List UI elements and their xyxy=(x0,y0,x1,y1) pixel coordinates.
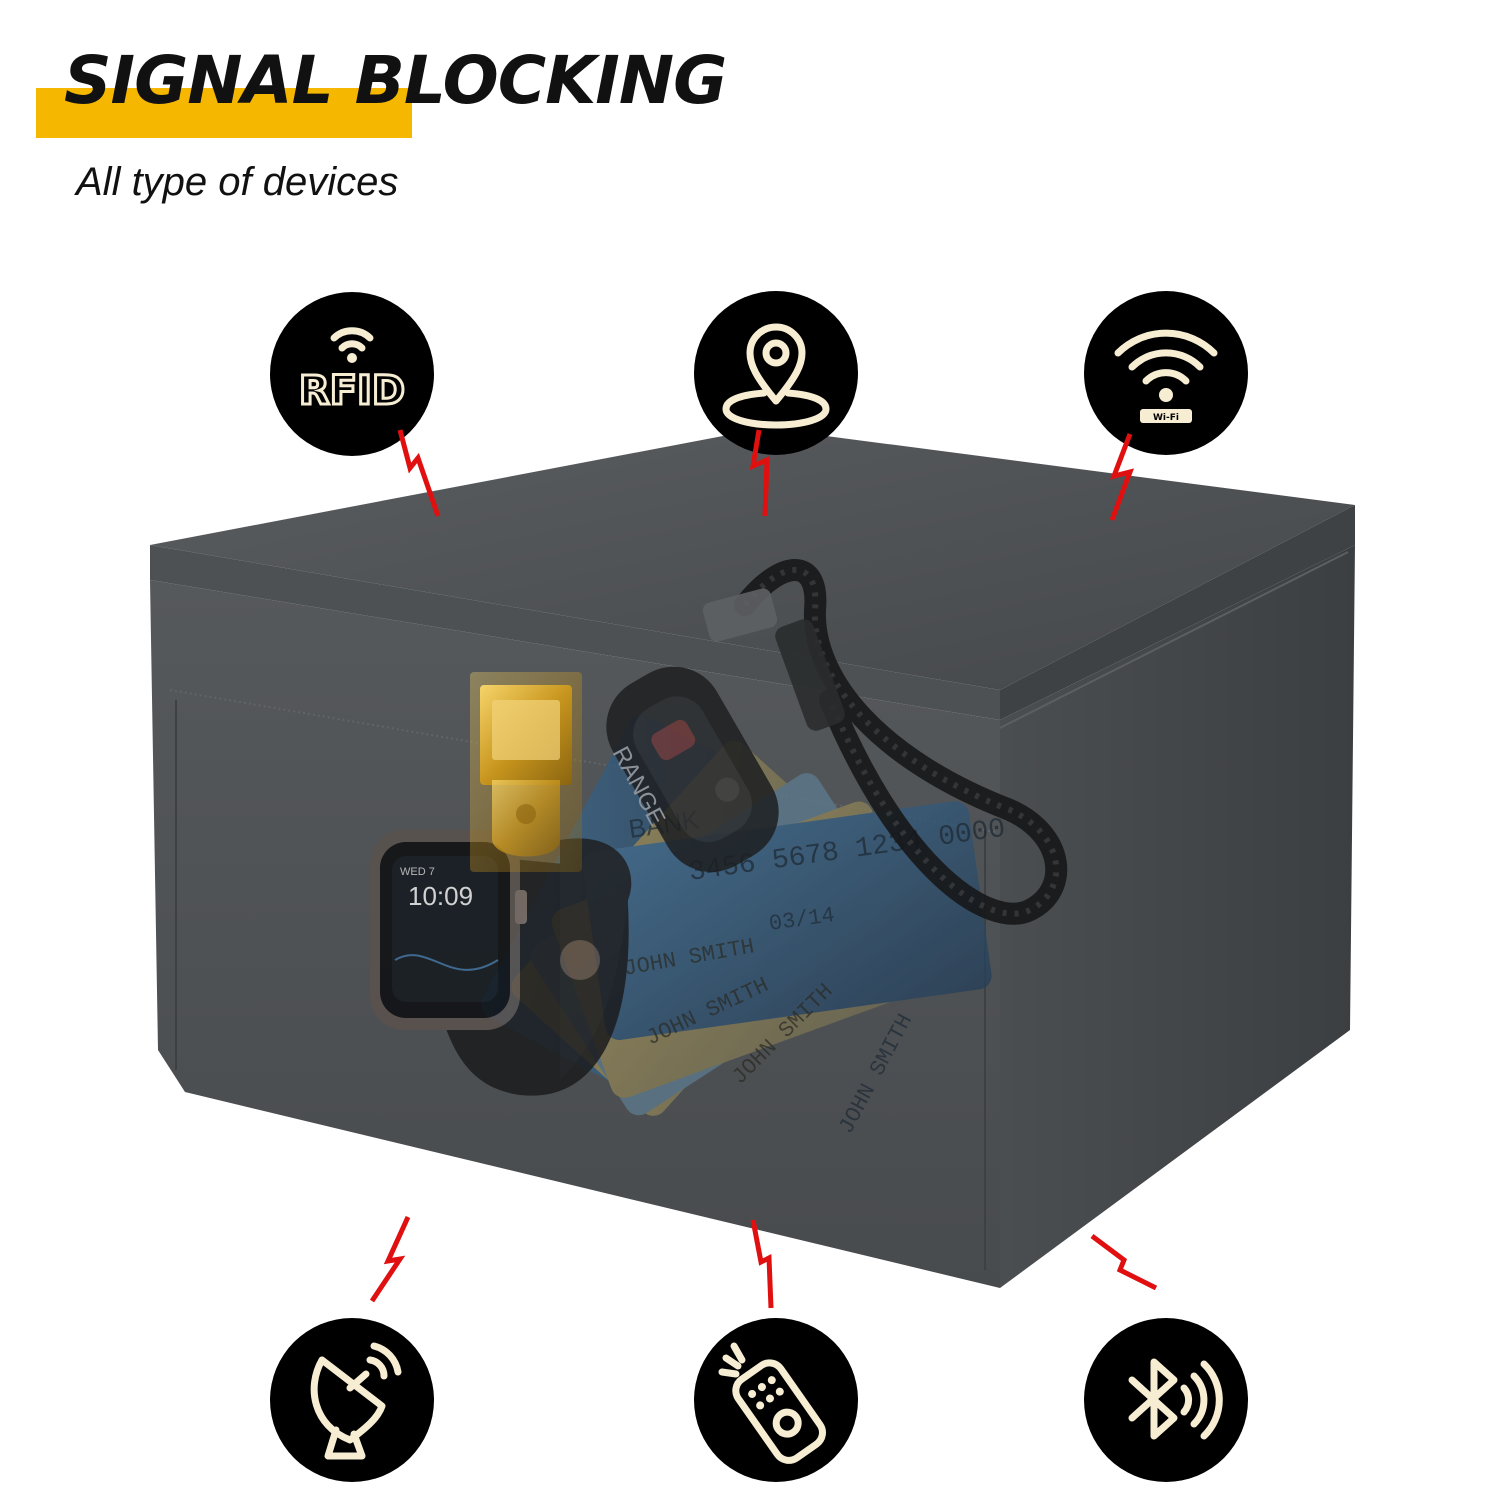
box-side-face xyxy=(1000,545,1355,1288)
signal-bolt-icon xyxy=(749,429,770,517)
box-lid-top xyxy=(150,428,1355,690)
watch-time: 10:09 xyxy=(408,881,473,911)
bluetooth-icon xyxy=(1084,1318,1248,1482)
wifi-icon: Wi-Fi xyxy=(1084,291,1248,455)
wifi-label: Wi-Fi xyxy=(1153,413,1179,423)
remote-control-icon xyxy=(694,1318,858,1482)
box-lid-front xyxy=(150,545,1000,720)
smartwatch: WED 7 10:09 xyxy=(370,830,632,1096)
page-subtitle: All type of devices xyxy=(76,160,399,204)
rfid-icon: RFID xyxy=(270,292,434,456)
gold-latch xyxy=(470,672,582,872)
signal-bolt-icon xyxy=(397,429,441,517)
gps-location-icon xyxy=(694,291,858,455)
signal-bolt-icon xyxy=(369,1215,411,1303)
signal-bolt-icon xyxy=(1090,1234,1158,1290)
signal-bolt-icon xyxy=(1109,433,1135,521)
satellite-dish-icon xyxy=(270,1318,434,1482)
page-title: SIGNAL BLOCKING xyxy=(64,42,727,119)
box-lid-side xyxy=(1000,505,1355,720)
rfid-label: RFID xyxy=(299,368,405,414)
watch-date: WED 7 xyxy=(400,866,435,878)
title-highlight-bar xyxy=(36,88,412,138)
signal-bolt-icon xyxy=(750,1219,774,1309)
